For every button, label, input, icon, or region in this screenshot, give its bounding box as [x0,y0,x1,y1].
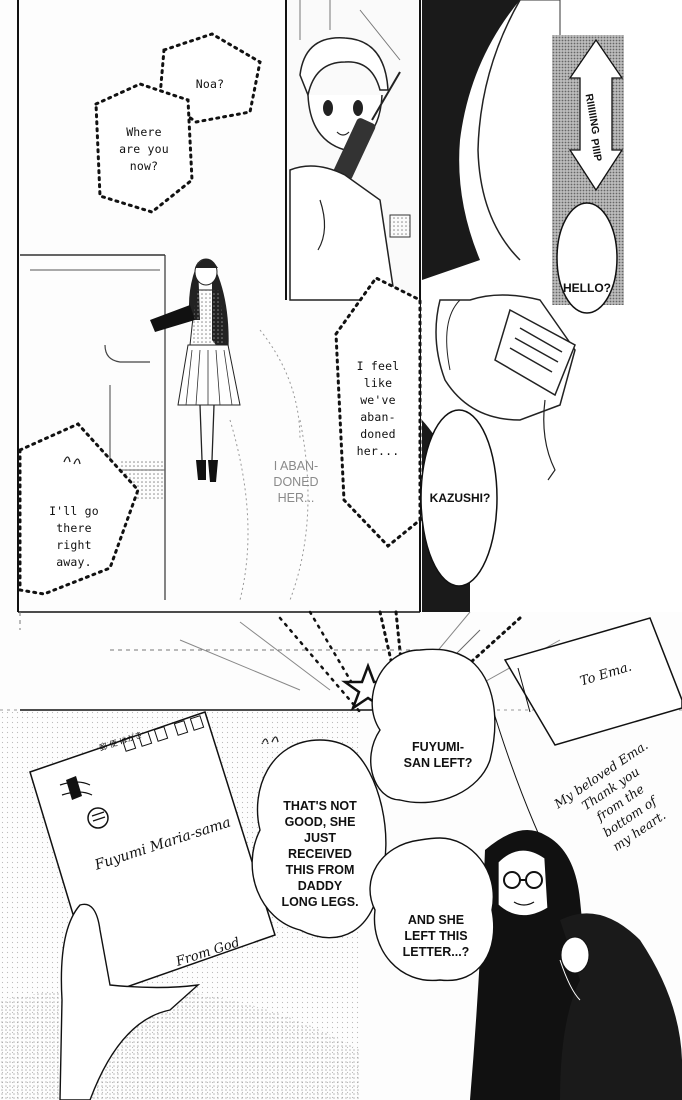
letter-envelope [503,617,682,746]
ring-burst-shape [568,38,624,192]
bubble-hello-shape [556,202,618,314]
bubble-notgood-text: THAT'S NOT GOOD, SHE JUST RECEIVED THIS … [281,799,359,909]
bubble-left-text: FUYUMI- SAN LEFT? [403,740,473,770]
bubble-notgood-shape [251,739,387,939]
bubble-hello-text: HELLO? [563,281,611,295]
hand-holding-postcard [59,903,201,1100]
boy-on-phone-panel [288,0,418,301]
thought-abandoned-text: I ABAN- DONED HER... [273,459,319,505]
bubble-letter-text: AND SHE LEFT THIS LETTER...? [402,913,470,959]
telephone-handset [494,308,576,397]
bubble-kazushi-text: KAZUSHI? [429,491,491,505]
bubble-left-shape [370,648,496,804]
bubble-go-shape [18,422,140,596]
bubble-go-text: I'll go there right away. [49,504,99,569]
bubble-where-shape [94,82,194,214]
bubble-feel-text: I feel like we've aban- doned her... [356,359,400,458]
bubble-where-text: Where are you now? [119,125,169,173]
bubble-kazushi-shape [420,409,498,587]
bubble-letter-shape [369,837,495,982]
bubble-noa-text: Noa? [195,77,225,91]
girl-standing-figure [150,258,241,482]
long-haired-figure [559,913,682,1100]
bubble-feel-shape [334,276,422,549]
